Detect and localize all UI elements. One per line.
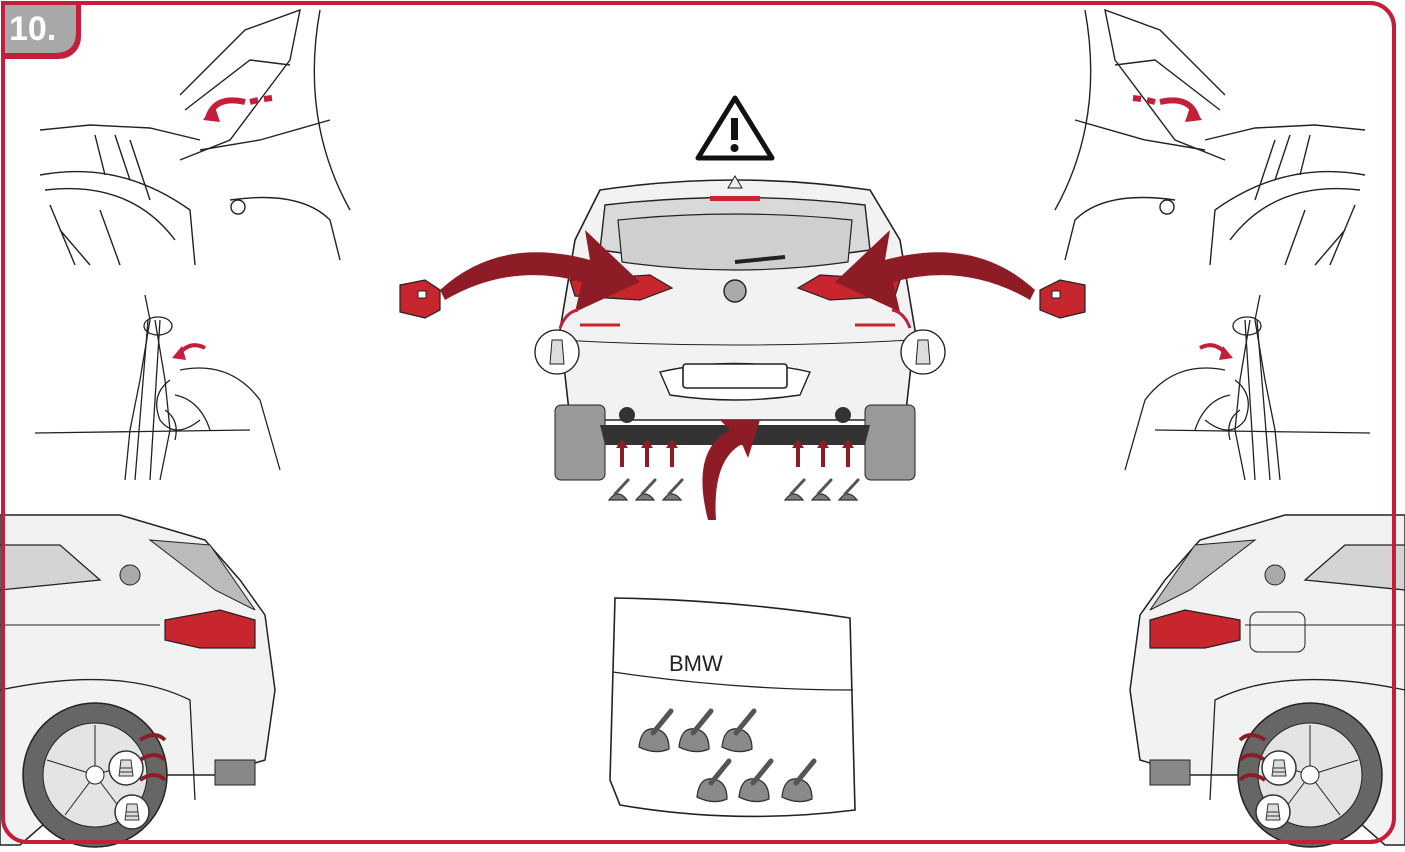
push-rivets-left <box>609 480 682 500</box>
hand-clip-detail-right <box>1125 295 1370 480</box>
wheel-clip-left-1 <box>109 751 143 785</box>
bag-label: BMW <box>669 651 723 677</box>
car-side-view-right <box>1130 515 1405 847</box>
removed-tail-light-right <box>1040 280 1085 318</box>
push-rivets-right <box>785 480 858 500</box>
step-number-label: 10. <box>9 10 56 49</box>
wheel-clip-left-2 <box>115 795 149 829</box>
warning-icon <box>698 98 772 158</box>
clip-bag <box>610 598 855 816</box>
mud-flap-left <box>555 405 605 480</box>
license-plate <box>683 364 787 388</box>
hand-clip-detail-left <box>35 295 280 480</box>
wheel-arch-detail-right <box>1055 10 1365 265</box>
wheel-arch-detail-left <box>40 10 350 265</box>
removed-tail-light-left <box>400 280 440 318</box>
mud-flap-right <box>865 405 915 480</box>
